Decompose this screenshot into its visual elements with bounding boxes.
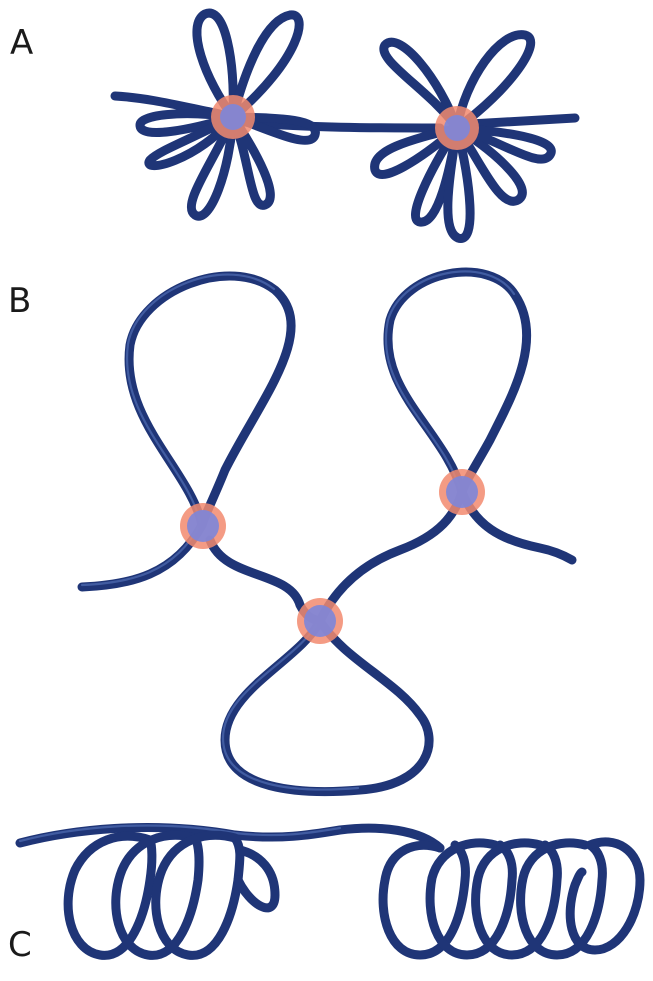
panel-b-anchor-left-core xyxy=(187,510,219,542)
panel-b-loop-left xyxy=(129,276,291,525)
panel-b-loop-bottom xyxy=(225,621,429,792)
panel-b-loop-right xyxy=(388,272,527,492)
coil-turn xyxy=(383,845,465,955)
panel-a-anchor-left-core xyxy=(220,104,246,130)
panel-c-coils xyxy=(20,825,640,955)
panel-a-rosettes xyxy=(115,13,575,238)
panel-a-right-tail xyxy=(470,118,575,124)
coil-turn xyxy=(521,843,603,955)
panel-b-anchor-right-core xyxy=(446,476,478,508)
panel-b-linker-right xyxy=(320,492,462,621)
panel-c-coil-right xyxy=(383,842,640,955)
panel-b-loops xyxy=(82,271,572,791)
panel-a-anchor-right-core xyxy=(444,115,470,141)
coil-turn xyxy=(68,836,152,955)
panel-b-anchor-center-core xyxy=(304,605,336,637)
coil-turn xyxy=(570,842,640,950)
panel-c-coil-left xyxy=(68,835,275,955)
